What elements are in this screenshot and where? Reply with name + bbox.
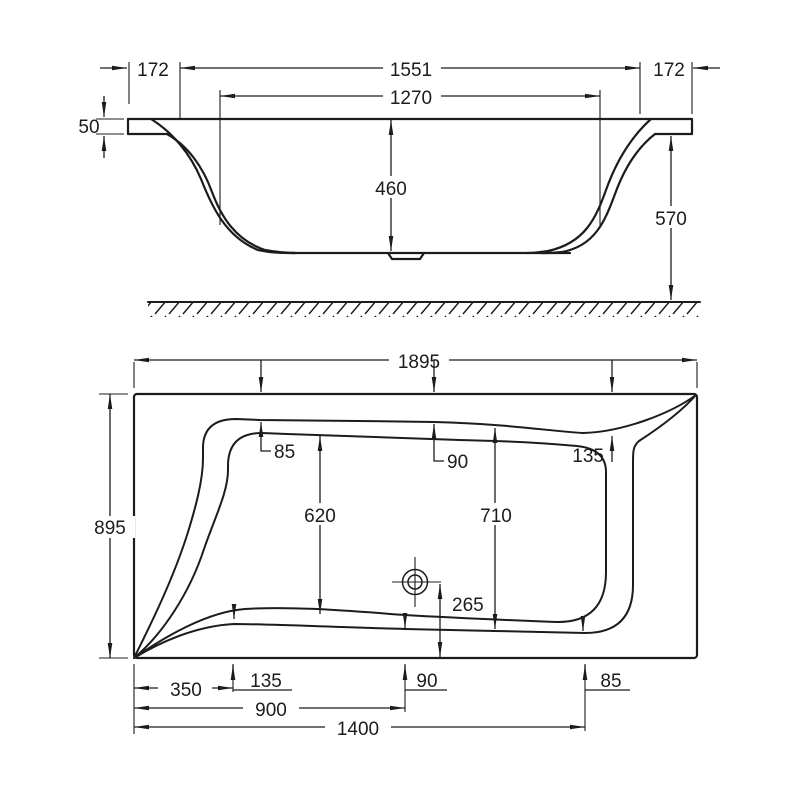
dim-label-base-length: 1270	[390, 88, 432, 109]
dim-label-bottom-90: 90	[416, 671, 437, 692]
plan-dimensions: 1895 85 90 135 620 710 265	[85, 350, 698, 740]
dim-label-well-left: 620	[304, 506, 336, 527]
plan-view: 1895 85 90 135 620 710 265	[85, 350, 699, 740]
ground-line	[147, 301, 701, 317]
dim-label-bottom-1400: 1400	[337, 719, 379, 740]
dim-label-height: 570	[655, 209, 687, 230]
dim-label-overall-width: 895	[94, 518, 126, 539]
dim-label-well-right: 710	[480, 506, 512, 527]
side-elevation-view: 172 1551 172 1270 50 460 570	[78, 58, 720, 317]
dim-label-rim-top-center: 90	[447, 452, 468, 473]
dim-label-overall-length: 1895	[398, 352, 440, 373]
side-dimensions: 172 1551 172 1270 50 460 570	[78, 58, 720, 300]
bathtub-plan-outline	[132, 392, 699, 660]
dim-label-rim-left: 172	[137, 60, 169, 81]
ground-hatch	[148, 303, 700, 317]
dim-label-waste-offset: 265	[452, 595, 484, 616]
waste-drain-symbol	[392, 557, 441, 607]
dim-label-rim-top-left: 85	[274, 442, 295, 463]
dim-label-bottom-135: 135	[250, 671, 282, 692]
dim-label-rim-right: 172	[653, 60, 685, 81]
dim-label-rim-top-right: 135	[572, 446, 604, 467]
waste-recess	[386, 251, 426, 261]
dim-label-depth: 460	[375, 179, 407, 200]
bathtub-side-outline	[126, 117, 694, 261]
dim-label-bottom-900: 900	[255, 700, 287, 721]
dim-label-bottom-350: 350	[170, 680, 202, 701]
dim-label-bottom-85: 85	[600, 671, 621, 692]
dim-label-rim-thickness: 50	[78, 117, 99, 138]
dim-label-opening-length: 1551	[390, 60, 432, 81]
